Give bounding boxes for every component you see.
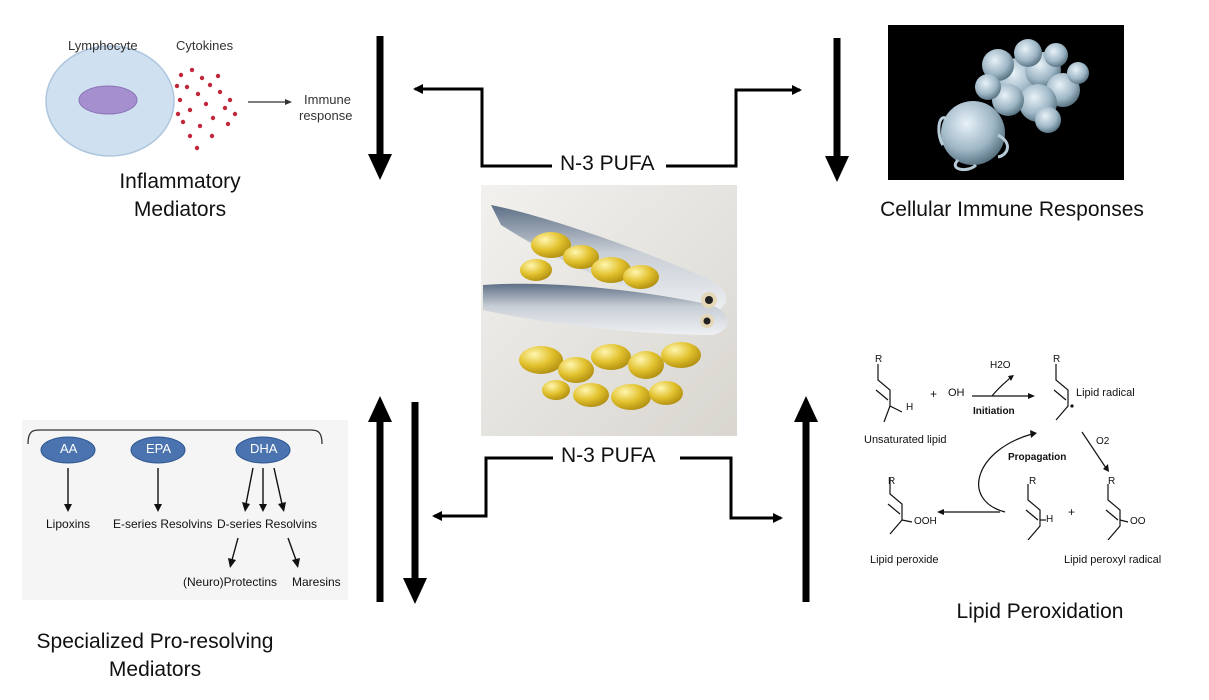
ooh-label: OOH: [914, 516, 937, 527]
cellular-immune-title: Cellular Immune Responses: [880, 198, 1144, 221]
down-arrow-cellular-immune: [825, 38, 849, 182]
immune-cell-image: [888, 25, 1124, 180]
h-label-2: H: [1046, 514, 1054, 525]
plus-label-2: +: [1068, 505, 1076, 519]
plus-label-1: +: [930, 387, 938, 401]
lymphocyte-label: Lymphocyte: [68, 38, 138, 53]
oh-label: OH: [948, 387, 965, 399]
product-e-series-resolvins: E-series Resolvins: [113, 517, 213, 531]
initiation-label: Initiation: [973, 406, 1015, 417]
propagation-label: Propagation: [1008, 452, 1067, 463]
unsaturated-lipid-label: Unsaturated lipid: [864, 434, 947, 446]
r-label-3: R: [888, 476, 896, 487]
node-epa: EPA: [146, 441, 172, 456]
product-lipoxins: Lipoxins: [46, 517, 91, 531]
r-label-4: R: [1029, 476, 1037, 487]
lipid-peroxyl-radical-label: Lipid peroxyl radical: [1064, 554, 1162, 566]
connector-bottom-right: [680, 456, 783, 523]
product-d-series-resolvins: D-series Resolvins: [217, 517, 318, 531]
inflammatory-mediators-title: Inflammatory Mediators: [119, 170, 241, 221]
node-aa: AA: [60, 441, 78, 456]
up-arrow-spm: [368, 396, 392, 602]
immune-label: Immune: [304, 92, 351, 107]
down-arrow-spm: [403, 402, 427, 604]
lipid-peroxide-label: Lipid peroxide: [870, 554, 939, 566]
product-maresins: Maresins: [292, 575, 341, 589]
lymphocyte-illustration: [45, 45, 292, 157]
fish-oil-image: [481, 185, 737, 436]
cytokines-label: Cytokines: [176, 38, 234, 53]
n3-pufa-label-bottom: N-3 PUFA: [553, 444, 664, 468]
node-dha: DHA: [250, 441, 278, 456]
h-label-1: H: [906, 402, 914, 413]
o2-label: O2: [1096, 436, 1110, 447]
r-label-5: R: [1108, 476, 1116, 487]
connector-bottom-left: [432, 456, 556, 521]
spm-pathway-diagram: [22, 420, 348, 600]
product-neuroprotectins: (Neuro)Protectins: [183, 575, 278, 589]
h2o-label: H2O: [990, 360, 1011, 371]
up-arrow-lipid-peroxidation: [794, 396, 818, 602]
connector-top-right: [666, 85, 802, 168]
oo-label: OO: [1130, 516, 1146, 527]
response-label: response: [299, 108, 353, 123]
lipid-radical-label: Lipid radical: [1076, 387, 1135, 399]
lipid-peroxidation-title: Lipid Peroxidation: [956, 600, 1124, 623]
r-label-2: R: [1053, 354, 1061, 365]
spm-title-line2: Mediators: [108, 658, 202, 681]
spm-title-line1: Specialized Pro-resolving: [36, 630, 274, 653]
connector-top-left: [413, 84, 556, 168]
down-arrow-inflammatory: [368, 36, 392, 180]
lipid-peroxidation-diagram: [875, 364, 1129, 541]
r-label-1: R: [875, 354, 883, 365]
n3-pufa-label-top: N-3 PUFA: [552, 152, 663, 176]
